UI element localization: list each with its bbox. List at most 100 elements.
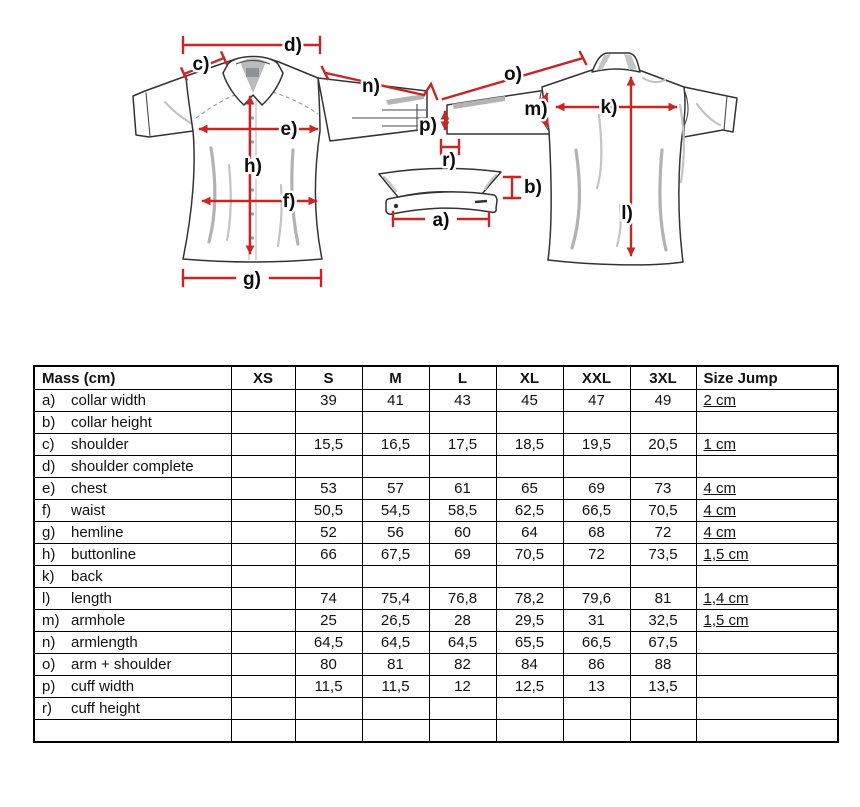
- cell-xl: 45: [495, 389, 564, 412]
- cell-3xl: [629, 565, 697, 588]
- cell-xs: [230, 433, 296, 456]
- label-d: d): [284, 35, 302, 56]
- row-label: arm + shoulder: [71, 656, 172, 673]
- row-key: f): [42, 502, 52, 519]
- cell-size-jump: 1,5 cm: [695, 543, 839, 566]
- cell-size-jump: [695, 411, 839, 434]
- back-shirt-drawing: [446, 52, 738, 266]
- measurement-marks: d) c) n) o) e) h) f) g) p): [179, 33, 678, 293]
- cell-size-jump: [695, 631, 839, 654]
- label-r: r): [442, 150, 456, 171]
- table-row: n)armlength 64,5 64,5 64,5 65,5 66,5 67,…: [33, 631, 839, 654]
- cell-s: [294, 697, 363, 720]
- cell-l: 64,5: [428, 631, 497, 654]
- label-h: h): [244, 156, 262, 177]
- cell-xs: [230, 675, 296, 698]
- cell-size-jump: [695, 697, 839, 720]
- cell-m: [361, 455, 430, 478]
- cell-xl: 62,5: [495, 499, 564, 522]
- label-e: e): [281, 119, 298, 140]
- cell-xl: 78,2: [495, 587, 564, 610]
- cell-size-jump: [695, 653, 839, 676]
- row-label: shoulder: [71, 436, 129, 453]
- col-header-mass: Mass (cm): [33, 365, 232, 390]
- front-shirt-drawing: [132, 55, 428, 263]
- table-row: l)length 74 75,4 76,8 78,2 79,6 81 1,4 c…: [33, 587, 839, 610]
- cell-xxl: 31: [562, 609, 631, 632]
- cell-m: 56: [361, 521, 430, 544]
- row-label: waist: [71, 502, 106, 519]
- cell-size-jump: 4 cm: [695, 499, 839, 522]
- table-row: a)collar width 39 41 43 45 47 49 2 cm: [33, 389, 839, 412]
- cell-m: 26,5: [361, 609, 430, 632]
- row-key: g): [42, 524, 56, 541]
- row-label: buttonline: [71, 546, 137, 563]
- cell-xl: [495, 411, 564, 434]
- label-o: o): [504, 64, 522, 85]
- cell-xs: [230, 499, 296, 522]
- table-row: o)arm + shoulder 80 81 82 84 86 88: [33, 653, 839, 676]
- measurement-diagram: d) c) n) o) e) h) f) g) p): [132, 33, 738, 293]
- cell-xl: 18,5: [495, 433, 564, 456]
- cell-xs: [230, 565, 296, 588]
- table-row: [33, 719, 839, 743]
- cell-size-jump: [695, 455, 839, 478]
- row-label: armlength: [71, 634, 138, 651]
- cell-m: 67,5: [361, 543, 430, 566]
- cell-xl: [495, 565, 564, 588]
- cell-xxl: [562, 697, 631, 720]
- cell-l: [428, 411, 497, 434]
- cell-m: 11,5: [361, 675, 430, 698]
- cell-xl: 64: [495, 521, 564, 544]
- cell-l: 61: [428, 477, 497, 500]
- cell-m: [361, 697, 430, 720]
- cell-s: [294, 411, 363, 434]
- row-label: back: [71, 568, 103, 585]
- row-label: chest: [71, 480, 107, 497]
- cell-l: [428, 565, 497, 588]
- cell-xs: [230, 477, 296, 500]
- row-key: m): [42, 612, 60, 629]
- cell-xs: [230, 697, 296, 720]
- cell-xs: [230, 653, 296, 676]
- row-label-cell: [33, 719, 232, 743]
- cell-l: 58,5: [428, 499, 497, 522]
- cell-s: 64,5: [294, 631, 363, 654]
- row-key: l): [42, 590, 51, 607]
- cell-xs: [230, 455, 296, 478]
- row-label: hemline: [71, 524, 124, 541]
- cell-xs: [230, 521, 296, 544]
- label-b: b): [524, 177, 542, 198]
- cell-size-jump: 1 cm: [695, 433, 839, 456]
- cell-l: [428, 697, 497, 720]
- cell-3xl: 81: [629, 587, 697, 610]
- row-label-cell: c)shoulder: [33, 433, 232, 456]
- row-label-cell: b)collar height: [33, 411, 232, 434]
- cell-xs: [230, 719, 296, 743]
- cell-l: 43: [428, 389, 497, 412]
- cell-s: 15,5: [294, 433, 363, 456]
- cell-size-jump: [695, 719, 839, 743]
- col-header-size-jump: Size Jump: [695, 365, 839, 390]
- col-header-3xl: 3XL: [629, 365, 697, 390]
- table-row: r)cuff height: [33, 697, 839, 720]
- cell-3xl: 32,5: [629, 609, 697, 632]
- table-row: f)waist 50,5 54,5 58,5 62,5 66,5 70,5 4 …: [33, 499, 839, 522]
- row-label-cell: h)buttonline: [33, 543, 232, 566]
- col-header-xxl: XXL: [562, 365, 631, 390]
- row-key: b): [42, 414, 56, 431]
- row-label-cell: p)cuff width: [33, 675, 232, 698]
- row-label: length: [71, 590, 112, 607]
- cell-l: 69: [428, 543, 497, 566]
- row-label-cell: k)back: [33, 565, 232, 588]
- cell-m: [361, 411, 430, 434]
- row-label: shoulder complete: [71, 458, 194, 475]
- row-key: p): [42, 678, 56, 695]
- shirt-measurement-figure: d) c) n) o) e) h) f) g) p): [0, 0, 860, 345]
- cell-3xl: 72: [629, 521, 697, 544]
- cell-m: 57: [361, 477, 430, 500]
- cell-xl: 65: [495, 477, 564, 500]
- cell-s: 53: [294, 477, 363, 500]
- table-row: e)chest 53 57 61 65 69 73 4 cm: [33, 477, 839, 500]
- cell-3xl: 20,5: [629, 433, 697, 456]
